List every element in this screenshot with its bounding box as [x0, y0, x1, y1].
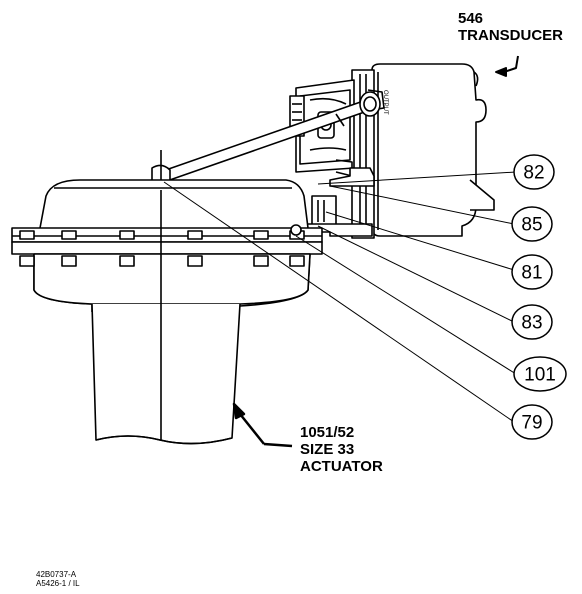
callout-circle-82: [513, 154, 555, 190]
transducer-body: [289, 63, 495, 239]
transducer-pointer-arrow: [495, 55, 519, 77]
drawing-number: 42B0737-A: [36, 570, 77, 579]
actuator-model: 1051/52: [300, 424, 355, 441]
callout-circle-85: [511, 206, 553, 242]
callout-circle-83: [511, 304, 553, 340]
actuator-name: ACTUATOR: [300, 458, 383, 475]
transducer-name: TRANSDUCER: [458, 27, 563, 44]
callout-101: 101: [524, 365, 556, 386]
callout-81: 81: [521, 263, 542, 284]
leader-lines: [163, 171, 517, 423]
actuator-size: SIZE 33: [300, 441, 355, 458]
transducer-label: 546 TRANSDUCER: [458, 10, 563, 44]
callout-79: 79: [521, 413, 542, 434]
figure-id: 42B0737-A A5426-1 / IL: [36, 570, 80, 588]
callout-85: 85: [521, 215, 542, 236]
illustration-code: A5426-1 / IL: [36, 579, 80, 588]
callout-83: 83: [521, 313, 542, 334]
actuator-pointer-arrow: [232, 402, 293, 448]
callout-circle-101: [513, 356, 567, 392]
flange-bolts: [19, 224, 305, 267]
actuator-body: [11, 179, 323, 445]
actuator-label: 1051/52 SIZE 33 ACTUATOR: [300, 424, 383, 475]
callout-circle-79: [511, 404, 553, 440]
callout-circle-81: [511, 254, 553, 290]
transducer-stamp: OUTPUT: [382, 90, 388, 115]
callout-82: 82: [523, 163, 544, 184]
transducer-model: 546: [458, 10, 484, 27]
